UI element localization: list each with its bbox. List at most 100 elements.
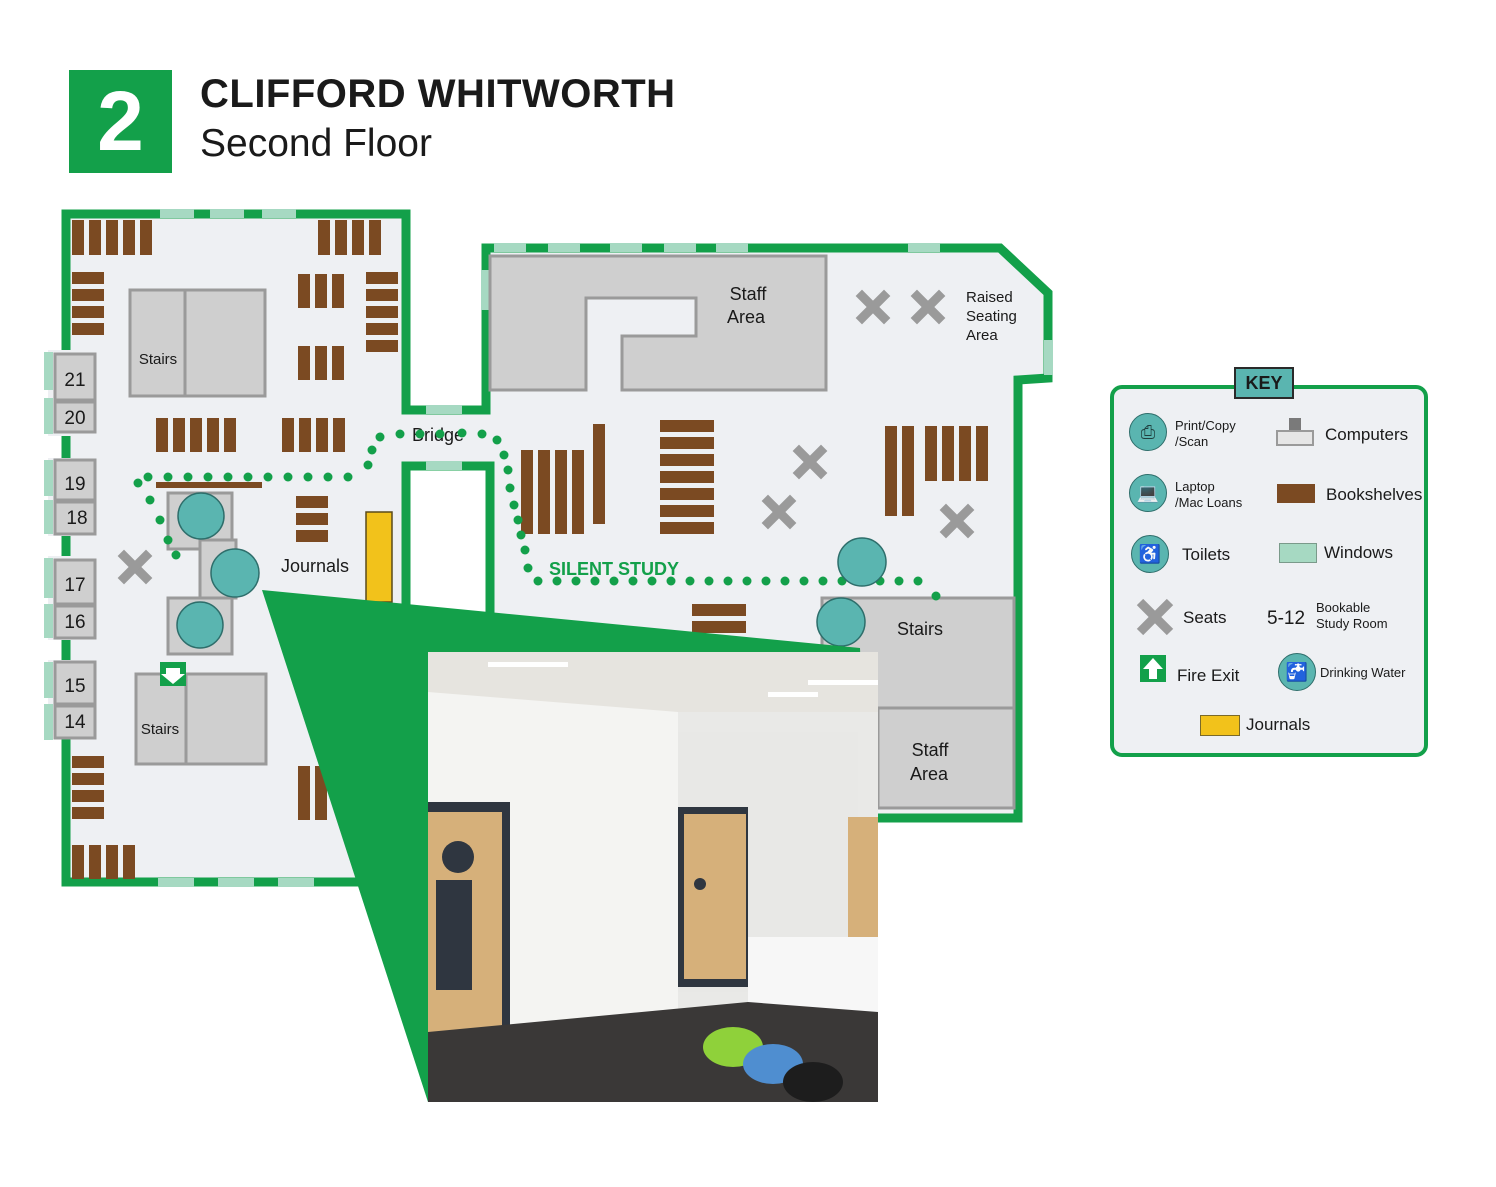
staff-area-north-label-2: Area bbox=[727, 307, 766, 327]
stairs-se-label: Stairs bbox=[897, 619, 943, 639]
bookshelf bbox=[318, 220, 330, 255]
staff-area-north-label-1: Staff bbox=[730, 284, 768, 304]
key-computers-label: Computers bbox=[1325, 425, 1409, 444]
bookshelf bbox=[72, 773, 104, 785]
bookshelf bbox=[352, 220, 364, 255]
study-room-21[interactable]: 21 bbox=[64, 370, 85, 391]
bookshelves bbox=[72, 220, 988, 879]
boundary-dot bbox=[415, 429, 425, 439]
printer-icon: ⎙ bbox=[1129, 413, 1167, 451]
bookshelf bbox=[902, 426, 914, 516]
bookshelf bbox=[296, 530, 328, 542]
bookshelf bbox=[89, 845, 101, 879]
boundary-dot bbox=[628, 576, 638, 586]
study-room-20[interactable]: 20 bbox=[64, 408, 85, 429]
key-journals-label: Journals bbox=[1246, 715, 1311, 734]
seat-icon bbox=[117, 549, 153, 585]
seats-icon bbox=[1136, 598, 1174, 636]
bookshelf bbox=[207, 418, 219, 452]
bookshelf bbox=[660, 471, 714, 483]
boundary-dot bbox=[799, 576, 809, 586]
boundary-dot bbox=[435, 429, 445, 439]
bookshelf bbox=[660, 454, 714, 466]
fire-exit-icon bbox=[160, 662, 186, 686]
bookshelf bbox=[332, 346, 344, 380]
journals-swatch bbox=[1200, 715, 1240, 736]
boundary-dot bbox=[505, 483, 515, 493]
bookshelf bbox=[298, 274, 310, 308]
bookshelf bbox=[282, 418, 294, 452]
bookshelf bbox=[692, 621, 746, 633]
bookshelf bbox=[366, 306, 398, 318]
drinking-water-key-icon: 🚰 bbox=[1278, 653, 1316, 691]
staff-area-se-label-2: Area bbox=[910, 764, 949, 784]
seat-icon bbox=[761, 494, 797, 530]
study-rooms[interactable] bbox=[53, 352, 97, 740]
key-fire-exit-label: Fire Exit bbox=[1177, 666, 1240, 685]
bookshelf bbox=[333, 418, 345, 452]
raised-seating-label-1: Raised bbox=[966, 289, 1013, 306]
boundary-dot bbox=[492, 435, 502, 445]
boundary-dot bbox=[723, 576, 733, 586]
floor-subtitle: Second Floor bbox=[200, 122, 432, 165]
bookshelf bbox=[366, 272, 398, 284]
bookshelf bbox=[335, 220, 347, 255]
boundary-dot bbox=[513, 515, 523, 525]
key-bookshelves-label: Bookshelves bbox=[1326, 485, 1423, 504]
boundary-dot bbox=[818, 576, 828, 586]
bookshelf bbox=[572, 450, 584, 534]
bookshelf bbox=[72, 790, 104, 802]
boundary-dot bbox=[163, 472, 173, 482]
study-room-19[interactable]: 19 bbox=[64, 474, 85, 495]
silent-study-boundary bbox=[133, 428, 941, 601]
toilets-icon bbox=[176, 492, 866, 649]
boundary-dot bbox=[243, 472, 253, 482]
bookshelf bbox=[315, 346, 327, 380]
journals-shelf bbox=[365, 511, 393, 603]
bookshelf bbox=[521, 450, 533, 534]
bookshelf bbox=[925, 426, 937, 481]
boundary-dot bbox=[523, 563, 533, 573]
key-laptop-label: Laptop/Mac Loans bbox=[1175, 479, 1243, 510]
boundary-dot bbox=[590, 576, 600, 586]
study-room-15[interactable]: 15 bbox=[64, 676, 85, 697]
bookshelf-swatch bbox=[1277, 484, 1315, 503]
raised-seating-label-3: Area bbox=[966, 327, 998, 344]
study-room-18[interactable]: 18 bbox=[66, 508, 87, 529]
key-drinking-water-label: Drinking Water bbox=[1320, 665, 1406, 680]
bookshelf bbox=[366, 289, 398, 301]
bookshelf bbox=[660, 522, 714, 534]
bookshelf bbox=[89, 220, 101, 255]
key-toilets-label: Toilets bbox=[1182, 545, 1231, 564]
study-room-17[interactable]: 17 bbox=[64, 575, 85, 596]
boundary-dot bbox=[343, 472, 353, 482]
study-room-14[interactable]: 14 bbox=[64, 712, 86, 733]
boundary-dot bbox=[223, 472, 233, 482]
silent-study-label: SILENT STUDY bbox=[549, 559, 679, 579]
bookshelf bbox=[660, 420, 714, 432]
bookshelf bbox=[316, 418, 328, 452]
fire-exit-key-icon bbox=[1140, 655, 1166, 682]
bookshelf bbox=[660, 488, 714, 500]
boundary-dot bbox=[742, 576, 752, 586]
boundary-dot bbox=[203, 472, 213, 482]
laptop-icon: 💻 bbox=[1129, 474, 1167, 512]
bookshelf bbox=[72, 272, 104, 284]
toilets-key-icon: ♿ bbox=[1131, 535, 1169, 573]
boundary-dot bbox=[477, 429, 487, 439]
bookshelf bbox=[173, 418, 185, 452]
key-windows-label: Windows bbox=[1324, 543, 1393, 562]
bookshelf bbox=[298, 346, 310, 380]
key-seats-label: Seats bbox=[1183, 608, 1227, 627]
bookshelf bbox=[106, 220, 118, 255]
bookshelf bbox=[72, 323, 104, 335]
seats bbox=[117, 289, 975, 585]
boundary-dot bbox=[363, 460, 373, 470]
boundary-dot bbox=[552, 576, 562, 586]
bookshelf bbox=[72, 306, 104, 318]
boundary-dot bbox=[163, 535, 173, 545]
boundary-dot bbox=[143, 472, 153, 482]
study-room-16[interactable]: 16 bbox=[64, 612, 85, 633]
boundary-dot bbox=[183, 472, 193, 482]
